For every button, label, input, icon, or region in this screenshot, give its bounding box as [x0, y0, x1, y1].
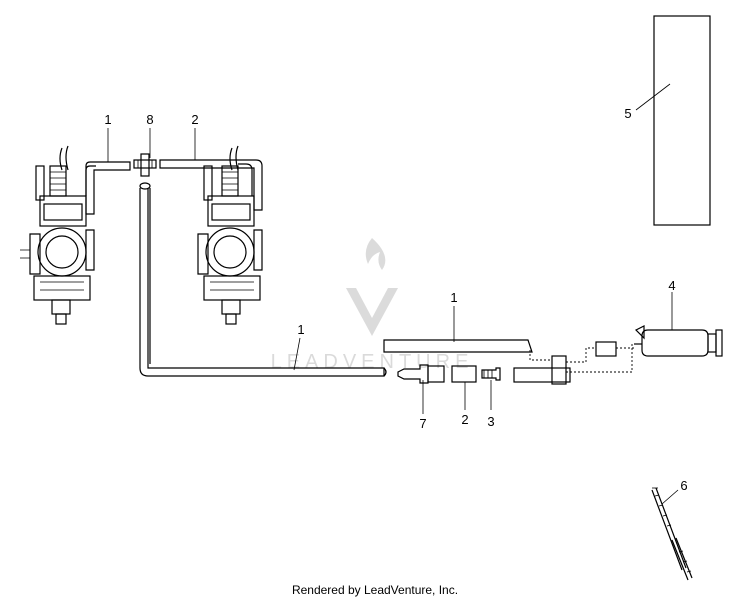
- vent-hose-2-top: [159, 159, 263, 211]
- canister-4: [634, 325, 723, 357]
- footer-credit: Rendered by LeadVenture, Inc.: [291, 583, 459, 597]
- callout-1-mid: 1: [450, 290, 457, 305]
- vent-hose-1-mid: [383, 339, 533, 353]
- callout-3: 3: [487, 414, 494, 429]
- callout-7: 7: [419, 416, 426, 431]
- vent-hose-1-top: [85, 161, 131, 215]
- hose-section-right: [513, 341, 634, 385]
- callout-4: 4: [668, 278, 675, 293]
- leadventure-watermark: LEADVENTURE: [271, 238, 474, 373]
- watermark-text: LEADVENTURE: [271, 351, 474, 373]
- callout-2-low: 2: [461, 412, 468, 427]
- callout-8: 8: [146, 112, 153, 127]
- callout-5: 5: [624, 106, 631, 121]
- carburetor-left: [20, 145, 96, 325]
- callout-1-low: 1: [297, 322, 304, 337]
- carburetor-right: [197, 145, 263, 325]
- fitting-3: [481, 367, 501, 381]
- callout-6: 6: [680, 478, 687, 493]
- hose-2-short: [451, 365, 477, 383]
- decal-5: [653, 15, 711, 226]
- cable-tie-6: [651, 487, 693, 581]
- tee-fitting-8: [133, 153, 157, 177]
- callout-1-top: 1: [104, 112, 111, 127]
- leader-lines: [107, 83, 679, 505]
- callout-2-top: 2: [191, 112, 198, 127]
- fitting-7: [397, 364, 445, 384]
- vent-hose-1-long: [139, 182, 387, 377]
